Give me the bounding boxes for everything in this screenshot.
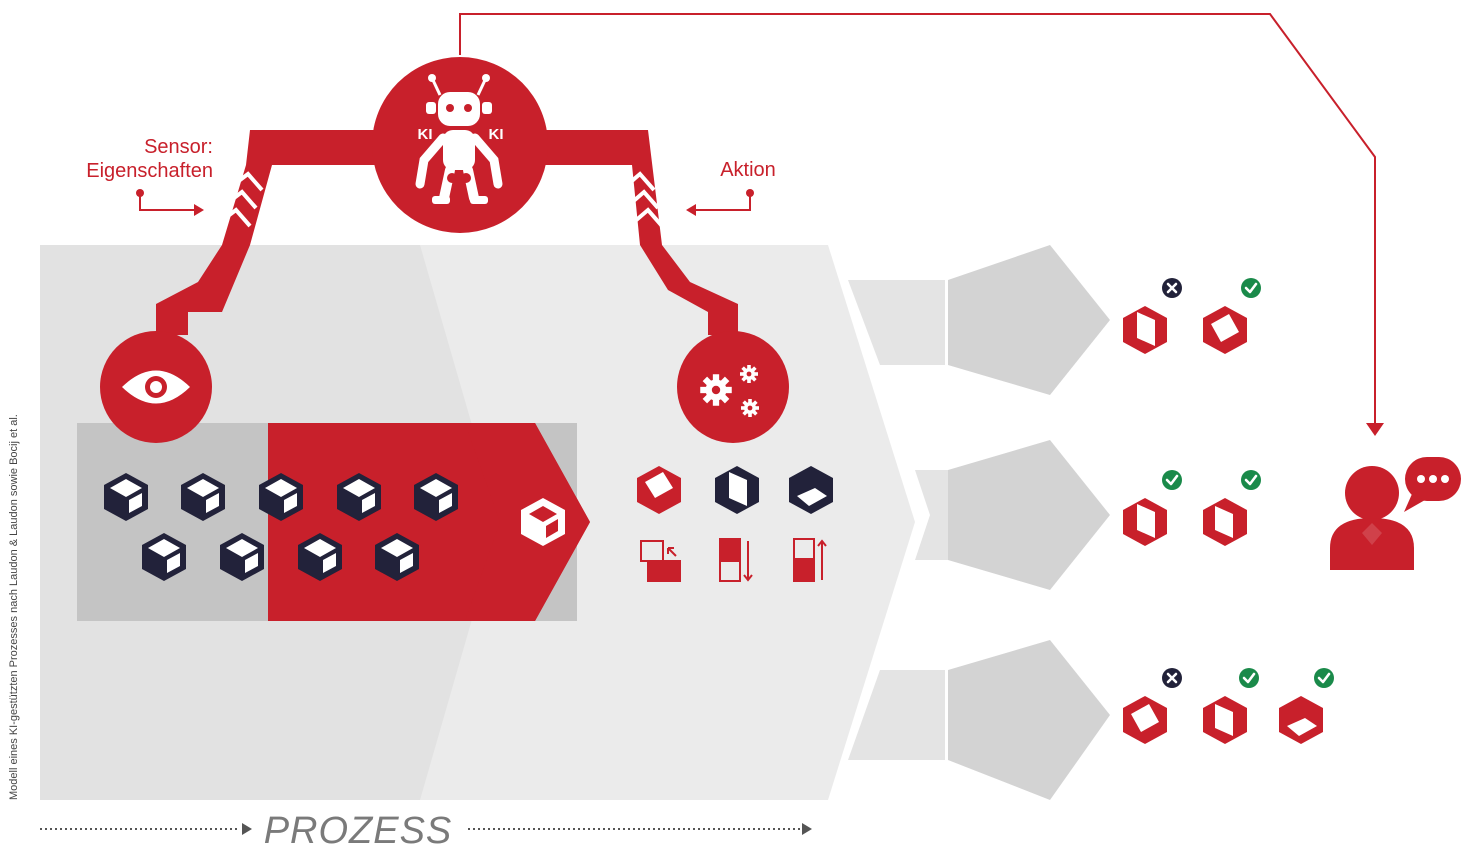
cube-icon [637,466,681,514]
output-row-1 [1123,276,1263,354]
cube-icon [1123,498,1167,546]
ki-label-left: KI [418,126,433,143]
check-icon [1239,276,1263,300]
output-results [1123,276,1336,744]
sensor-connector [156,130,410,335]
model-caption: Modell eines KI-gestützten Prozesses nac… [8,414,20,800]
aktion-arrow [686,189,754,216]
action-move-icons [640,538,827,582]
cube-icon [1279,696,1323,744]
x-icon [1160,276,1184,300]
output-channels [848,245,1110,800]
check-icon [1239,468,1263,492]
check-icon [1160,468,1184,492]
feedback-arrowhead [1366,423,1384,436]
ki-label-right: KI [489,126,504,143]
move-down-icon [719,538,753,582]
check-icon [1312,666,1336,690]
sensor-label-line2: Eigenschaften [86,160,213,182]
x-icon [1160,666,1184,690]
prozess-label: PROZESS [264,810,453,848]
sensor-label-line1: Sensor: [144,136,213,158]
cube-icon [789,466,833,514]
ki-robot-node: KI KI [372,57,548,233]
feedback-line [459,13,1376,425]
aktion-label: Aktion [720,159,776,181]
eye-icon [122,370,190,404]
cube-icon [1203,696,1247,744]
eye-sensor-node [100,331,212,443]
cube-icon [1123,696,1167,744]
processing-cube-icon [521,498,565,546]
cube-icon [715,466,759,514]
gears-actuator-node [677,331,789,443]
sensor-chevrons [218,171,264,228]
actuator-chevrons [624,171,664,228]
speech-bubble-icon [1404,457,1461,512]
check-icon [1237,666,1261,690]
user-chat-icon [1330,457,1461,570]
cube-icon [1123,306,1167,354]
cube-icon [1203,306,1247,354]
cube-icon [1203,498,1247,546]
move-up-icon [793,538,827,582]
sensor-arrow [136,189,204,216]
actuator-connector [510,130,738,335]
move-up-left-icon [640,540,681,582]
output-row-3 [1123,666,1336,744]
action-cube-variants [637,466,833,514]
robot-icon [415,74,503,204]
output-row-2 [1123,468,1263,546]
prozess-axis: PROZESS [40,810,812,848]
